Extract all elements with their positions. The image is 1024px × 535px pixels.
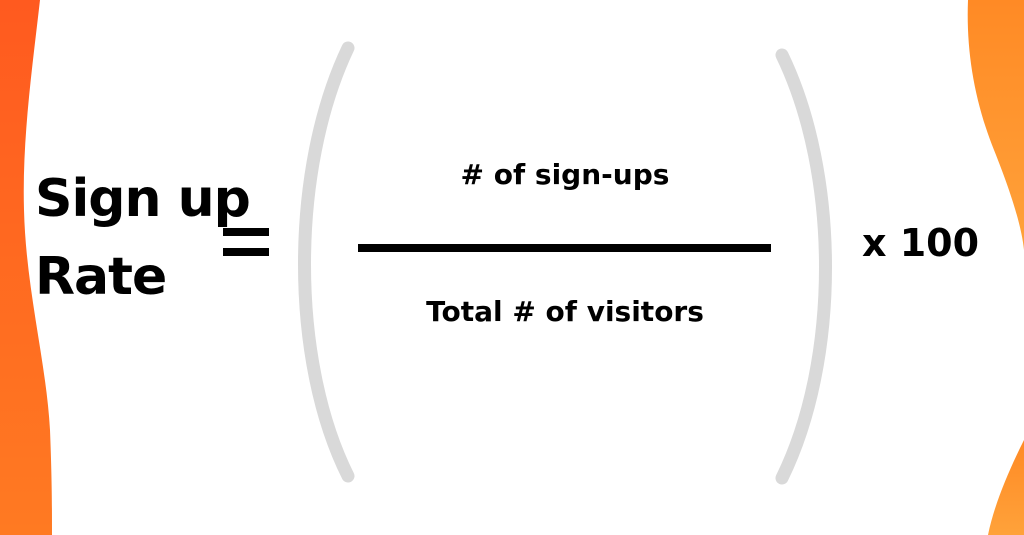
fraction-denominator: Total # of visitors	[426, 295, 704, 328]
equals-bar-top	[223, 228, 269, 236]
right-parenthesis	[775, 48, 832, 485]
multiplier-text: x 100	[862, 221, 980, 265]
formula-lhs-label: Sign up Rate	[35, 160, 265, 316]
equals-sign	[223, 228, 269, 258]
left-parenthesis	[298, 41, 355, 483]
equals-bar-bottom	[223, 248, 269, 256]
right-orange-wave-decoration	[967, 0, 1024, 535]
fraction-numerator: # of sign-ups	[460, 158, 670, 191]
left-orange-wave-decoration	[0, 0, 52, 535]
fraction-bar	[358, 244, 771, 252]
lhs-line-sign-up: Sign up	[35, 169, 251, 229]
lhs-line-rate: Rate	[35, 247, 167, 307]
